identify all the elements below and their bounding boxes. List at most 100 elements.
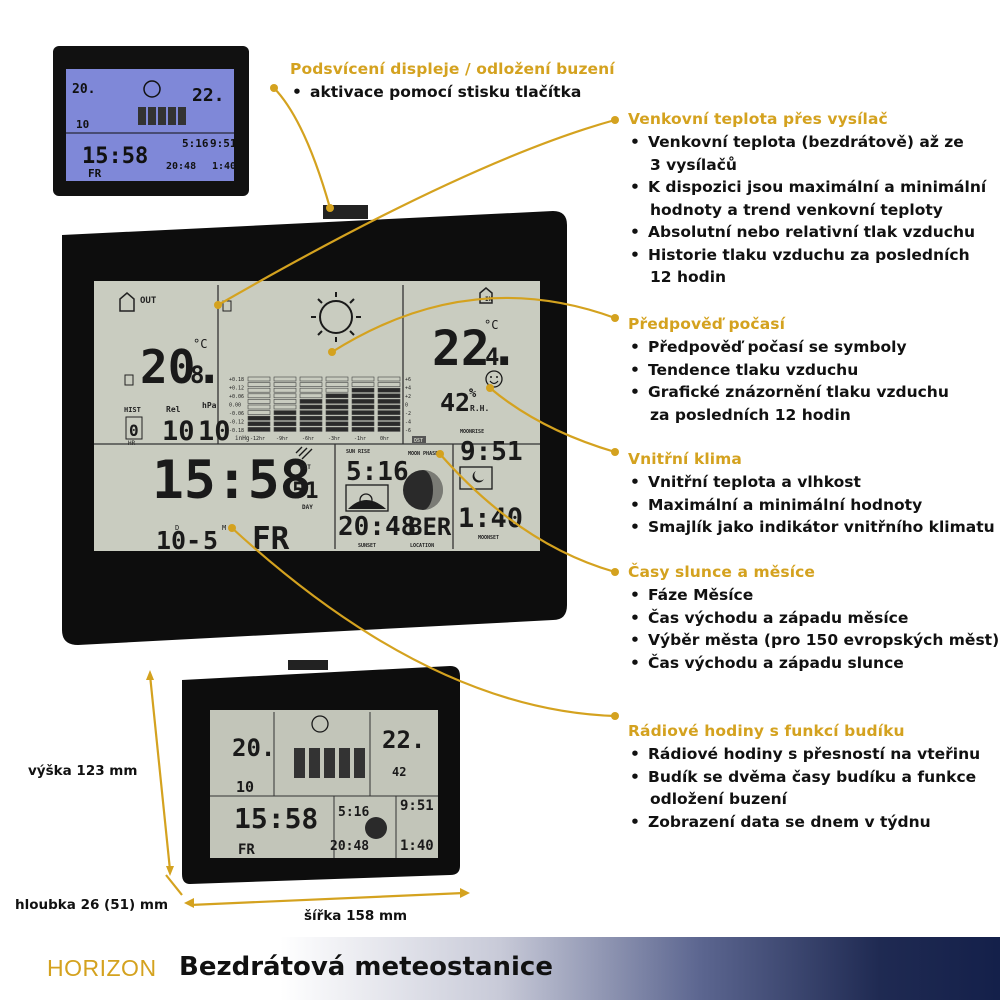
device-main: OUT 20. 8 °C HIST 0 HR Rel hPa 10 10 +0.… — [62, 205, 567, 645]
pressure-bar-segment — [351, 415, 375, 421]
pressure-bar-segment — [299, 387, 323, 393]
bar-hour-label: -3hr — [328, 436, 340, 442]
pressure-bar-segment — [299, 393, 323, 399]
callout-item-text: Předpověď počasí se symboly — [648, 338, 907, 356]
moonset: 1:40 — [212, 161, 236, 172]
pressure-bar-segment — [273, 399, 297, 404]
scale-right-tick: 0 — [405, 403, 408, 409]
pressure-bar-segment — [351, 399, 375, 404]
dimension-depth: hloubka 26 (51) mm — [15, 897, 169, 913]
callout-item: Smajlík jako indikátor vnitřního klimatu — [628, 516, 995, 539]
date-day: 10- — [156, 526, 201, 555]
time: 15:58 — [82, 144, 148, 169]
callout-item: Venkovní teplota (bezdrátově) až ze3 vys… — [628, 131, 986, 176]
hist-unit: HR — [128, 440, 136, 447]
pressure-bar-segment — [299, 382, 323, 387]
out-temp: 20. — [232, 734, 275, 762]
callout-item-text: Tendence tlaku vzduchu — [648, 360, 859, 379]
sunrise: 5:16 — [338, 805, 369, 820]
callout-item: Fáze Měsíce — [628, 584, 999, 607]
callout-forecast: Předpověď počasíPředpověď počasí se symb… — [628, 315, 949, 426]
callout-title: Vnitřní klima — [628, 450, 742, 468]
pressure-bar-segment — [325, 415, 349, 421]
callout-item-text: Historie tlaku vzduchu za posledních — [648, 245, 970, 264]
pressure-bar-segment — [273, 387, 297, 393]
pressure-b: 10 — [198, 416, 231, 447]
pressure-bar-segment — [351, 410, 375, 415]
pressure-bar-chart — [247, 376, 401, 432]
callout-item-text: Maximální a minimální hodnoty — [648, 495, 923, 514]
dst-label-sun: DST — [414, 438, 423, 444]
callout-item-continued: hodnoty a trend venkovní teploty — [650, 200, 943, 219]
snooze-button[interactable] — [323, 205, 368, 219]
out-temp: 20. — [140, 340, 223, 394]
pressure-bar-segment — [247, 376, 271, 382]
callout-outdoor: Venkovní teplota přes vysílačVenkovní te… — [628, 110, 986, 289]
date-month: 5 — [203, 526, 218, 555]
pressure-bar-segment — [351, 427, 375, 432]
dimension-width: šířka 158 mm — [304, 908, 408, 924]
pressure-bar-segment — [299, 421, 323, 427]
callout-item-text: Smajlík jako indikátor vnitřního klimatu — [648, 518, 995, 536]
dst-label-clock: DST — [300, 464, 311, 471]
weekday: FR — [88, 167, 102, 180]
humidity-unit: % — [469, 386, 477, 400]
moonrise-label: MOONRISE — [460, 429, 484, 435]
callout-item-text: Vnitřní teplota a vlhkost — [648, 473, 861, 491]
in-label: IN — [485, 296, 493, 303]
pressure-bar-segment — [325, 427, 349, 432]
humidity: 42 — [392, 765, 406, 779]
callout-item-continued: za posledních 12 hodin — [650, 405, 851, 424]
scale-right: +6+4+20-2-4-6 — [405, 377, 411, 434]
scale-left-tick: 0.00 — [229, 403, 241, 409]
device-dimensions-view: 20. 10 22. 42 15:58 FR 5:16 20:48 9:51 1… — [182, 660, 460, 884]
pressure-bar-segment — [273, 393, 297, 399]
callout-item-continued: odložení buzení — [650, 790, 787, 808]
callout-item: Předpověď počasí se symboly — [628, 336, 949, 359]
hist-value: 0 — [129, 421, 139, 440]
pressure-bar-segment — [351, 387, 375, 393]
pressure-bar-segment — [299, 427, 323, 432]
out-temp-decimal: 8 — [190, 361, 204, 389]
pressure-bar-segment — [299, 410, 323, 415]
callout-item-text: Absolutní nebo relativní tlak vzduchu — [648, 223, 976, 241]
callout-backlight: Podsvícení displeje / odložení buzeníakt… — [290, 60, 615, 104]
dim-line-height — [148, 674, 172, 871]
pressure-bar-segment — [247, 393, 271, 399]
out-label: OUT — [140, 296, 157, 306]
moon-phase-label: MOON PHASE — [408, 451, 438, 457]
pressure-bar-segment — [273, 427, 297, 432]
out-temp: 20. — [72, 82, 95, 97]
pressure-bar-segment — [325, 387, 349, 393]
pressure-bar-segment — [325, 376, 349, 382]
pressure-bar-segment — [377, 393, 401, 399]
seconds: 51 — [292, 479, 319, 504]
callout-list: Vnitřní teplota a vlhkostMaximální a min… — [628, 471, 995, 539]
pressure-bar-segment — [377, 421, 401, 427]
scale-left-tick: -0.18 — [229, 428, 244, 434]
scale-right-tick: +6 — [405, 377, 411, 383]
pressure-bars — [294, 748, 365, 778]
pressure-bar-segment — [273, 421, 297, 427]
outdoor-section: OUT 20. 8 °C HIST 0 HR Rel hPa 10 10 — [119, 292, 231, 447]
callout-item: Vnitřní teplota a vlhkost — [628, 471, 995, 494]
pressure-bar-segment — [299, 415, 323, 421]
callout-item-text: Venkovní teplota (bezdrátově) až ze — [648, 133, 964, 151]
moonset: 1:40 — [458, 503, 523, 534]
device-backlit-thumbnail: 20. 10 22. 15:58 5:16 9:51 20:48 1:40 FR — [53, 46, 249, 196]
sunrise-label: SUN RISE — [346, 449, 370, 455]
sun-horizon-icon — [345, 484, 389, 512]
callout-item: Zobrazení data se dnem v týdnu — [628, 811, 980, 834]
callout-title: Venkovní teplota přes vysílač — [628, 110, 888, 128]
out-unit: °C — [193, 337, 207, 351]
pressure-bar-segment — [377, 410, 401, 415]
scale-left: +0.18+0.12+0.060.00-0.06-0.12-0.18 — [229, 377, 244, 434]
bar-hour-label: -9hr — [276, 436, 288, 442]
in-temp-decimal: 4 — [485, 343, 499, 371]
pressure-bar-segment — [325, 421, 349, 427]
location-label: LOCATION — [410, 543, 434, 549]
sunset: 20:48 — [338, 512, 416, 542]
moonrise: 9:51 — [210, 137, 237, 150]
